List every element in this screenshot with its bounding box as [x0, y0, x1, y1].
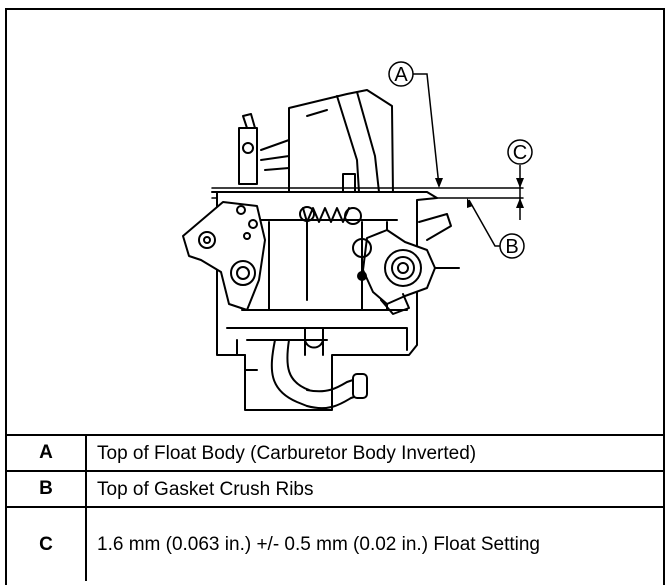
spring — [302, 207, 350, 223]
legend-key: C — [7, 508, 87, 581]
diagram-frame: A B C A Top of Float Bo — [5, 8, 665, 585]
svg-text:A: A — [394, 64, 408, 86]
legend-key: B — [7, 472, 87, 506]
svg-text:C: C — [513, 142, 527, 164]
callout-b: B — [467, 198, 525, 259]
carburetor-figure: A B C — [7, 10, 663, 436]
fuel-hose — [270, 339, 310, 407]
legend-key: A — [7, 436, 87, 470]
legend-row-c: C 1.6 mm (0.063 in.) +/- 0.5 mm (0.02 in… — [7, 508, 663, 581]
svg-text:B: B — [505, 236, 518, 258]
throttle-lever — [182, 201, 266, 311]
legend-description: 1.6 mm (0.063 in.) +/- 0.5 mm (0.02 in.)… — [97, 534, 540, 555]
legend-table: A Top of Float Body (Carburetor Body Inv… — [7, 436, 663, 581]
carburetor-drawing: A B C — [182, 61, 533, 411]
legend-row-a: A Top of Float Body (Carburetor Body Inv… — [7, 436, 663, 472]
legend-description: Top of Gasket Crush Ribs — [97, 478, 314, 500]
legend-description: Top of Float Body (Carburetor Body Inver… — [97, 442, 477, 464]
callout-a: A — [388, 61, 443, 188]
legend-row-b: B Top of Gasket Crush Ribs — [7, 472, 663, 508]
callout-c: C — [507, 139, 533, 220]
